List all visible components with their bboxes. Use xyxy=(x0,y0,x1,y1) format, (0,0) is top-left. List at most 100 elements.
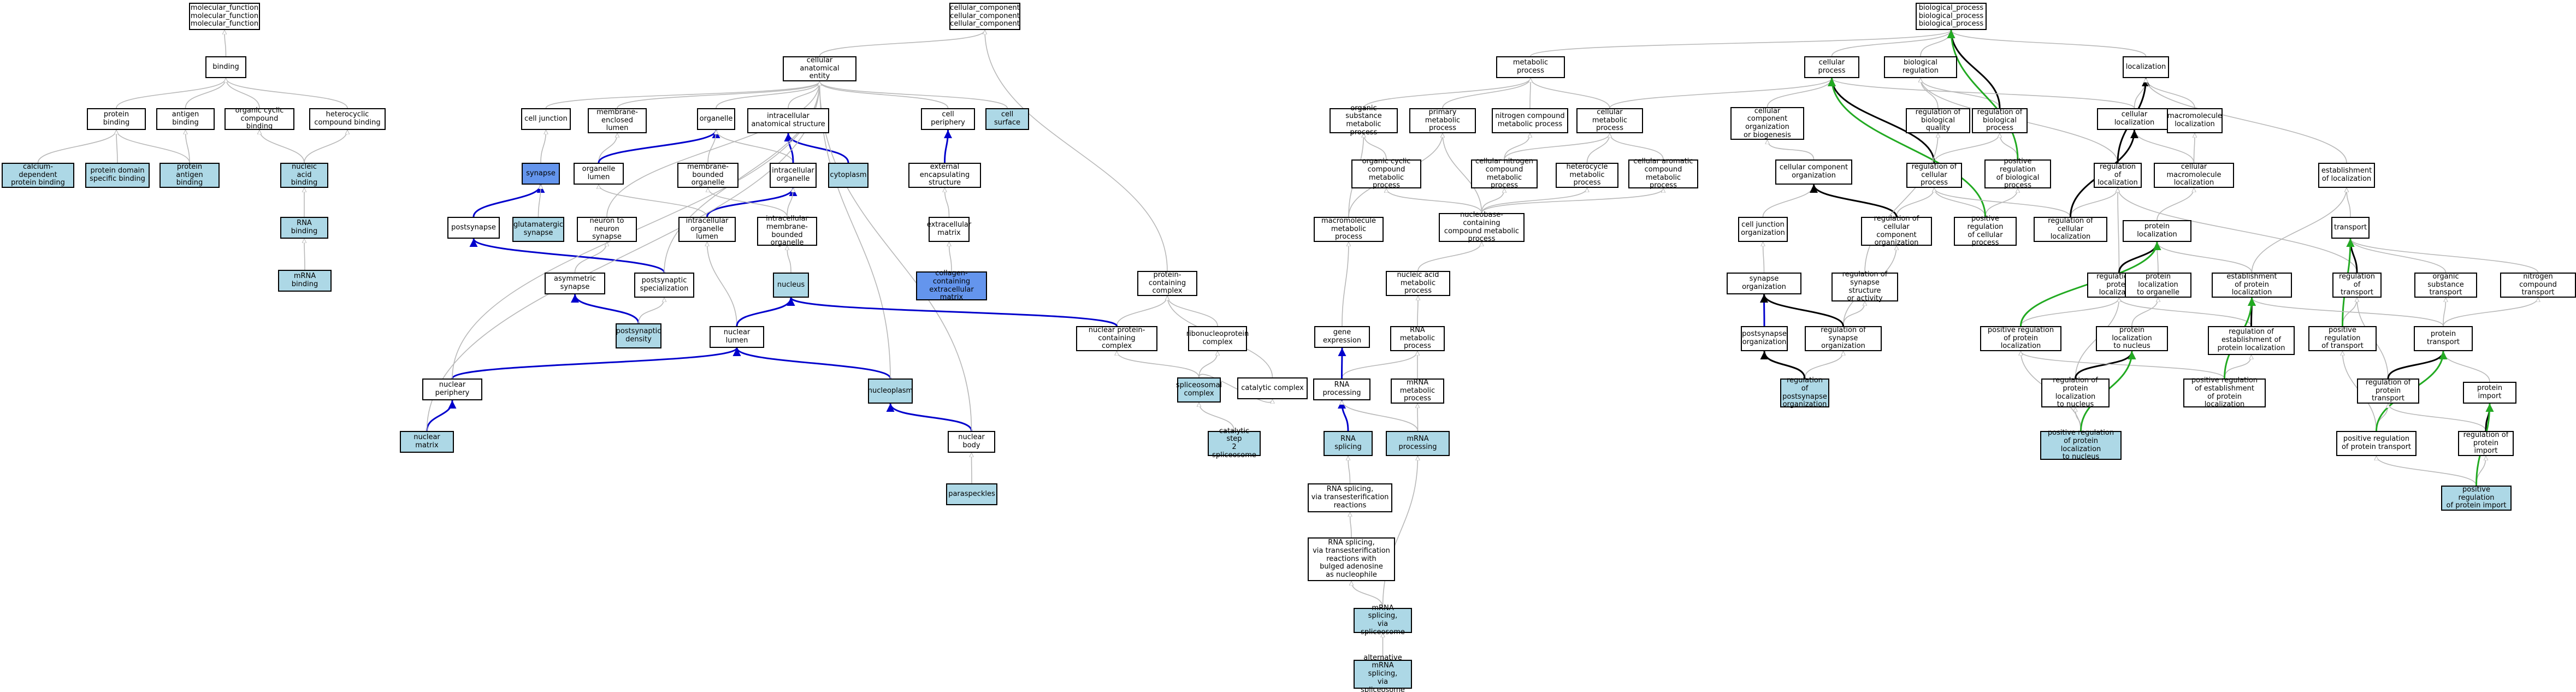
node-glutamatergic-synapse[interactable]: glutamatergic synapse xyxy=(512,217,564,242)
node-regulation-of-protein-import[interactable]: regulation of protein import xyxy=(2458,431,2514,456)
node-positive-regulation-of-biological-process[interactable]: positive regulation of biological proces… xyxy=(1984,157,2051,190)
node-neuron-to-neuron-synapse[interactable]: neuron to neuron synapse xyxy=(577,217,637,242)
node-cellular-component[interactable]: cellular_component cellular_component ce… xyxy=(949,3,1020,30)
node-asymmetric-synapse[interactable]: asymmetric synapse xyxy=(545,273,605,294)
node-localization[interactable]: localization xyxy=(2123,56,2169,78)
node-positive-regulation-of-protein-localization-to-nucleus[interactable]: positive regulation of protein localizat… xyxy=(2040,429,2122,461)
node-biological-regulation[interactable]: biological regulation xyxy=(1884,56,1957,78)
node-regulation-of-cellular-component-organization[interactable]: regulation of cellular component organiz… xyxy=(1861,215,1932,247)
node-nucleobase-containing-compound-metabolic-process[interactable]: nucleobase-containing compound metabolic… xyxy=(1439,211,1525,243)
node-positive-regulation-of-protein-transport[interactable]: positive regulation of protein transport xyxy=(2336,431,2417,456)
node-regulation-of-localization[interactable]: regulation of localization xyxy=(2094,163,2142,188)
node-rna-splicing-bulged-adenosine[interactable]: RNA splicing, via transesterification re… xyxy=(1308,537,1395,581)
node-protein-localization-to-organelle[interactable]: protein localization to organelle xyxy=(2125,273,2191,298)
node-membrane-enclosed-lumen[interactable]: membrane-enclosed lumen xyxy=(588,108,647,133)
node-catalytic-complex[interactable]: catalytic complex xyxy=(1237,377,1308,399)
node-metabolic-process[interactable]: metabolic process xyxy=(1496,56,1565,78)
node-paraspeckles[interactable]: paraspeckles xyxy=(946,483,997,505)
node-establishment-of-localization[interactable]: establishment of localization xyxy=(2318,163,2375,188)
node-cell-surface[interactable]: cell surface xyxy=(985,108,1029,130)
node-cell-junction[interactable]: cell junction xyxy=(521,108,571,130)
node-transport[interactable]: transport xyxy=(2331,217,2370,239)
node-biological-process[interactable]: biological_process biological_process bi… xyxy=(1916,3,1987,30)
node-mrna-splicing-via-spliceosome[interactable]: mRNA splicing, via spliceosome xyxy=(1354,604,1412,636)
node-organic-substance-transport[interactable]: organic substance transport xyxy=(2414,273,2477,298)
node-heterocycle-metabolic-process[interactable]: heterocycle metabolic process xyxy=(1556,163,1618,188)
node-regulation-of-synapse-organization[interactable]: regulation of synapse organization xyxy=(1805,326,1882,351)
node-mrna-processing[interactable]: mRNA processing xyxy=(1386,431,1450,456)
node-cellular-component-organization[interactable]: cellular component organization xyxy=(1775,159,1852,185)
node-cellular-nitrogen-compound-metabolic-process[interactable]: cellular nitrogen compound metabolic pro… xyxy=(1471,157,1538,190)
node-regulation-of-protein-transport[interactable]: regulation of protein transport xyxy=(2357,378,2419,404)
node-mrna-binding[interactable]: mRNA binding xyxy=(278,270,332,292)
node-postsynaptic-density[interactable]: postsynaptic density xyxy=(616,323,661,348)
node-primary-metabolic-process[interactable]: primary metabolic process xyxy=(1409,108,1476,133)
node-synapse[interactable]: synapse xyxy=(522,163,560,185)
node-regulation-of-biological-quality[interactable]: regulation of biological quality xyxy=(1906,108,1970,133)
node-nucleic-acid-binding[interactable]: nucleic acid binding xyxy=(280,163,328,188)
node-spliceosomal-complex[interactable]: spliceosomal complex xyxy=(1176,377,1222,403)
node-regulation-of-postsynapse-organization[interactable]: regulation of postsynapse organization xyxy=(1780,376,1829,409)
node-protein-import[interactable]: protein import xyxy=(2463,382,2516,404)
node-membrane-bounded-organelle[interactable]: membrane-bounded organelle xyxy=(677,163,738,188)
node-cell-junction-organization[interactable]: cell junction organization xyxy=(1738,217,1788,242)
node-extracellular-matrix[interactable]: extracellular matrix xyxy=(927,217,971,242)
node-regulation-of-establishment-of-protein-localization[interactable]: regulation of establishment of protein l… xyxy=(2208,326,2295,355)
node-regulation-of-synapse-structure-or-activity[interactable]: regulation of synapse structure or activ… xyxy=(1831,270,1898,303)
node-antigen-binding[interactable]: antigen binding xyxy=(156,108,215,130)
node-cellular-anatomical-entity[interactable]: cellular anatomical entity xyxy=(783,56,856,81)
node-binding[interactable]: binding xyxy=(205,56,246,78)
node-establishment-of-protein-localization[interactable]: establishment of protein localization xyxy=(2212,273,2292,298)
node-positive-regulation-of-transport[interactable]: positive regulation of transport xyxy=(2308,326,2377,351)
node-nitrogen-compound-transport[interactable]: nitrogen compound transport xyxy=(2500,273,2576,298)
node-rna-binding[interactable]: RNA binding xyxy=(280,217,328,239)
node-positive-regulation-of-protein-localization[interactable]: positive regulation of protein localizat… xyxy=(1980,326,2061,351)
node-gene-expression[interactable]: gene expression xyxy=(1314,326,1370,348)
node-intracellular-membrane-bounded-organelle[interactable]: intracellular membrane-bounded organelle xyxy=(757,215,817,247)
node-regulation-of-biological-process[interactable]: regulation of biological process xyxy=(1972,108,2028,133)
node-protein-containing-complex[interactable]: protein-containing complex xyxy=(1137,271,1197,296)
node-cellular-component-organization-or-biogenesis[interactable]: cellular component organization or bioge… xyxy=(1730,107,1804,140)
node-positive-regulation-of-protein-import[interactable]: positive regulation of protein import xyxy=(2441,486,2512,511)
node-protein-transport[interactable]: protein transport xyxy=(2414,326,2473,351)
node-organelle-lumen[interactable]: organelle lumen xyxy=(574,163,624,185)
node-intracellular-anatomical-structure[interactable]: intracellular anatomical structure xyxy=(747,108,829,133)
node-organic-cyclic-compound-binding[interactable]: organic cyclic compound binding xyxy=(224,107,294,131)
node-postsynapse[interactable]: postsynapse xyxy=(447,217,500,239)
node-cellular-process[interactable]: cellular process xyxy=(1804,56,1859,78)
node-nuclear-protein-containing-complex[interactable]: nuclear protein-containing complex xyxy=(1076,326,1157,351)
node-ribonucleoprotein-complex[interactable]: ribonucleoprotein complex xyxy=(1186,326,1249,351)
node-external-encapsulating-structure[interactable]: external encapsulating structure xyxy=(908,163,981,188)
node-rna-metabolic-process[interactable]: RNA metabolic process xyxy=(1390,326,1445,351)
node-protein-localization[interactable]: protein localization xyxy=(2123,220,2191,242)
node-nucleoplasm[interactable]: nucleoplasm xyxy=(868,378,913,404)
node-postsynaptic-specialization[interactable]: postsynaptic specialization xyxy=(634,273,694,298)
node-intracellular-organelle-lumen[interactable]: intracellular organelle lumen xyxy=(678,217,736,242)
node-regulation-of-cellular-process[interactable]: regulation of cellular process xyxy=(1906,163,1962,188)
node-nitrogen-compound-metabolic-process[interactable]: nitrogen compound metabolic process xyxy=(1492,108,1568,133)
node-intracellular-organelle[interactable]: intracellular organelle xyxy=(770,163,817,188)
node-macromolecule-localization[interactable]: macromolecule localization xyxy=(2167,108,2223,133)
node-positive-regulation-of-establishment-of-protein-localization[interactable]: positive regulation of establishment of … xyxy=(2183,376,2266,409)
node-heterocyclic-compound-binding[interactable]: heterocyclic compound binding xyxy=(309,108,386,130)
node-catalytic-step-2-spliceosome[interactable]: catalytic step 2 spliceosome xyxy=(1208,427,1261,459)
node-regulation-of-protein-localization-to-nucleus[interactable]: regulation of protein localization to nu… xyxy=(2041,376,2110,409)
node-macromolecule-metabolic-process[interactable]: macromolecule metabolic process xyxy=(1314,217,1384,242)
node-protein-localization-to-nucleus[interactable]: protein localization to nucleus xyxy=(2096,326,2168,351)
node-cell-periphery[interactable]: cell periphery xyxy=(921,108,975,130)
node-organic-substance-metabolic-process[interactable]: organic substance metabolic process xyxy=(1330,104,1398,137)
node-cellular-localization[interactable]: cellular localization xyxy=(2097,108,2172,130)
node-synapse-organization[interactable]: synapse organization xyxy=(1727,273,1801,294)
node-collagen-containing-extracellular-matrix[interactable]: collagen-containing extracellular matrix xyxy=(916,269,987,301)
node-mrna-metabolic-process[interactable]: mRNA metabolic process xyxy=(1391,378,1444,404)
node-protein-binding[interactable]: protein binding xyxy=(87,108,146,130)
node-regulation-of-transport[interactable]: regulation of transport xyxy=(2332,273,2382,298)
node-cellular-metabolic-process[interactable]: cellular metabolic process xyxy=(1576,108,1643,133)
node-protein-antigen-binding[interactable]: protein antigen binding xyxy=(159,163,220,188)
node-rna-splicing-transesterification[interactable]: RNA splicing, via transesterification re… xyxy=(1308,483,1392,512)
node-nucleus[interactable]: nucleus xyxy=(773,273,809,298)
node-organic-cyclic-compound-metabolic-process[interactable]: organic cyclic compound metabolic proces… xyxy=(1351,157,1421,190)
node-cellular-aromatic-compound-metabolic-process[interactable]: cellular aromatic compound metabolic pro… xyxy=(1628,157,1698,190)
node-protein-domain-specific-binding[interactable]: protein domain specific binding xyxy=(85,163,150,188)
node-nuclear-body[interactable]: nuclear body xyxy=(948,431,995,453)
